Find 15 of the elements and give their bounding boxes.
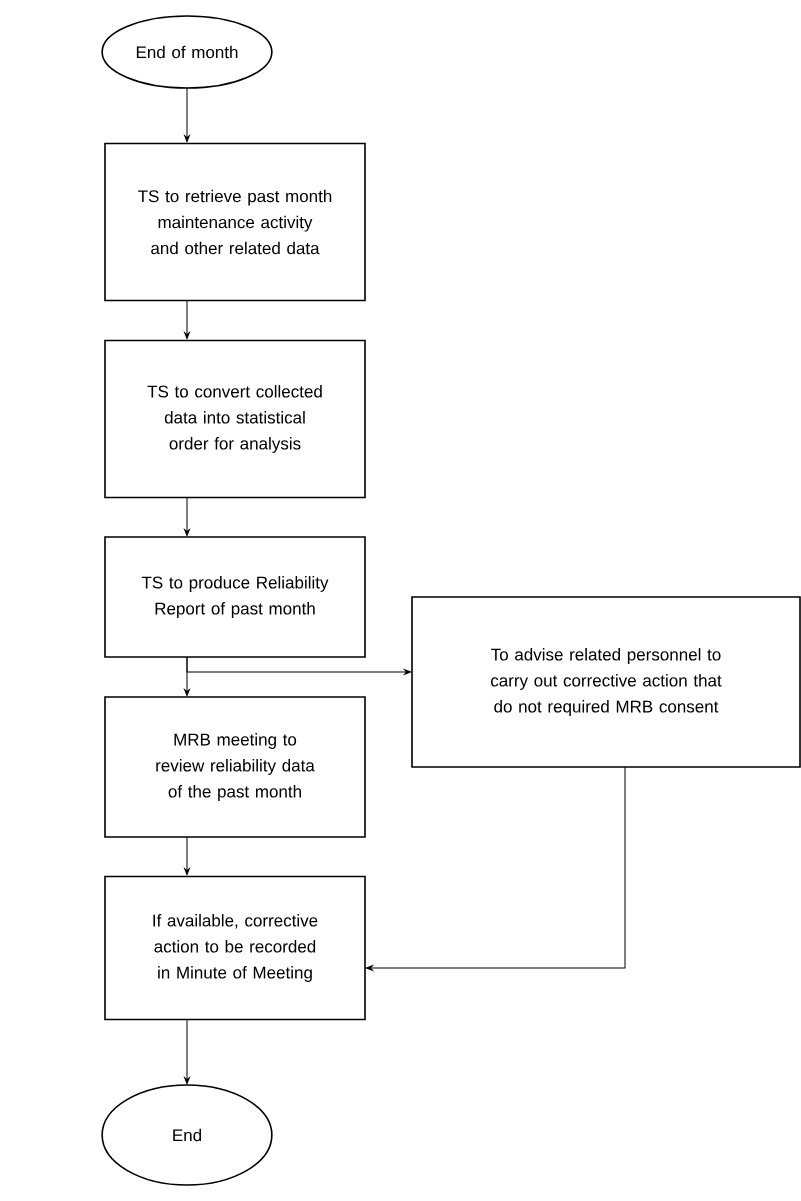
arrow xyxy=(186,656,412,675)
arrow xyxy=(184,496,190,537)
process-box: TS to produce Reliability Report of past month xyxy=(104,536,366,658)
arrow xyxy=(184,299,190,340)
arrow xyxy=(365,766,626,971)
arrow xyxy=(184,836,190,876)
process-box: MRB meeting to review reliability data of the past month xyxy=(104,696,366,838)
process-box: If available, corrective action to be recorded in Minute of Meeting xyxy=(104,875,366,1021)
process-box: TS to retrieve past month maintenance activity and other related data xyxy=(104,142,366,302)
start-oval: End of month xyxy=(101,15,273,89)
process-box: TS to convert collected data into statistical order for analysis xyxy=(104,339,366,499)
arrow xyxy=(184,87,190,143)
process-box: To advise related personnel to carry out corrective action that do not required MRB consent xyxy=(411,596,801,768)
arrow xyxy=(184,1018,190,1085)
end-oval: End xyxy=(101,1084,273,1186)
